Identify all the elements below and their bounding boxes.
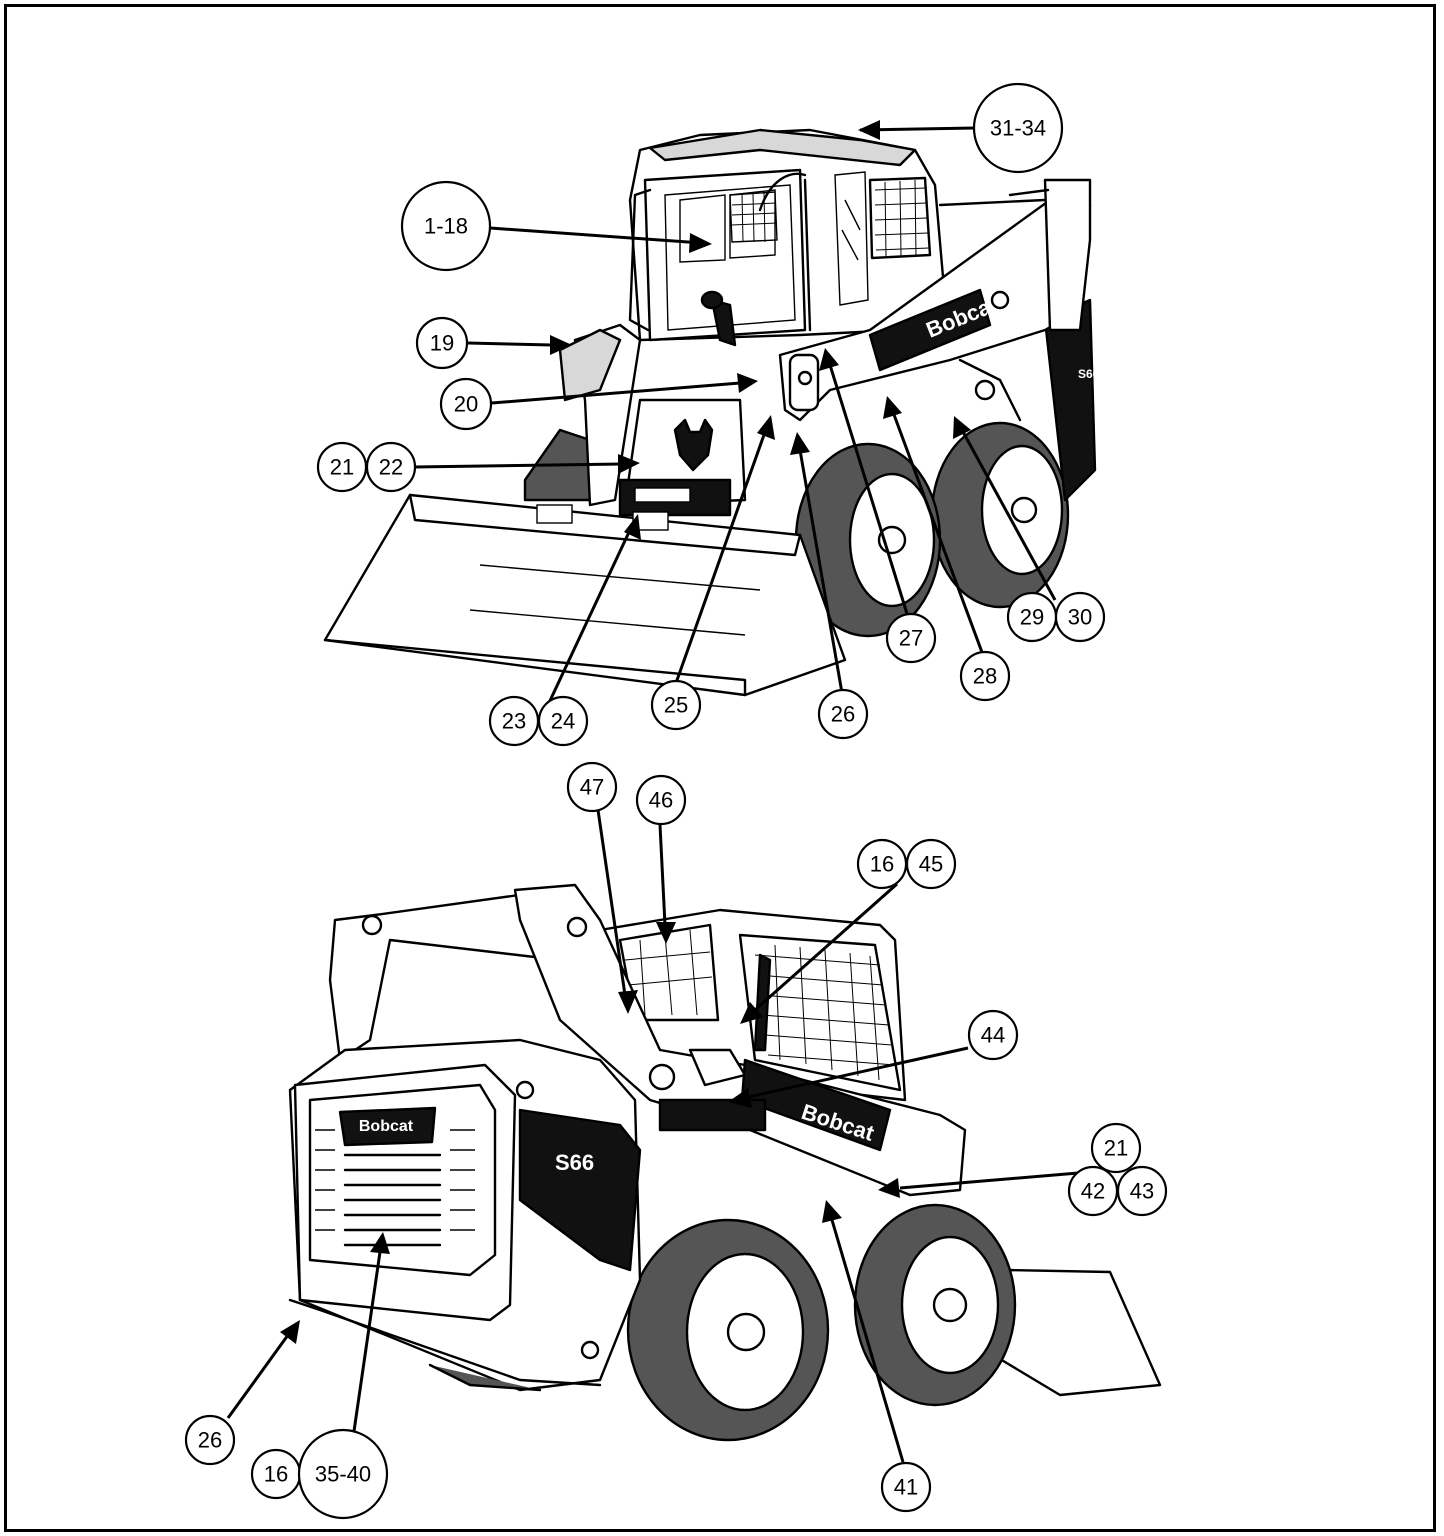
svg-text:43: 43 — [1130, 1179, 1154, 1204]
svg-text:46: 46 — [649, 788, 673, 813]
rear-grill — [315, 1129, 475, 1247]
svg-text:24: 24 — [551, 709, 575, 734]
rear-view-right-tire — [853, 1203, 1017, 1407]
callout-23: 23 — [488, 695, 540, 747]
svg-text:45: 45 — [919, 852, 943, 877]
svg-text:27: 27 — [899, 626, 923, 651]
rear-body: Bobcat S66 — [288, 1038, 642, 1392]
svg-text:41: 41 — [894, 1475, 918, 1500]
front-view-machine: S66 — [323, 120, 1100, 706]
svg-text:42: 42 — [1081, 1179, 1105, 1204]
svg-text:21: 21 — [330, 455, 354, 480]
callout-30: 30 — [1054, 591, 1106, 643]
svg-text:21: 21 — [1104, 1136, 1128, 1161]
rear-arm-logo-decal — [740, 1058, 892, 1152]
rear-logo-plate — [338, 1106, 437, 1147]
callout-26-top: 26 — [817, 688, 869, 740]
svg-text:29: 29 — [1020, 605, 1044, 630]
svg-text:1-18: 1-18 — [424, 214, 468, 239]
svg-text:19: 19 — [430, 331, 454, 356]
rear-side-panel — [518, 1108, 642, 1272]
callout-42: 42 — [1067, 1165, 1119, 1217]
svg-text:26: 26 — [198, 1428, 222, 1453]
callout-27: 27 — [885, 612, 937, 664]
callout-29: 29 — [1006, 591, 1058, 643]
callout-47: 47 — [566, 761, 618, 813]
side-model-badge: S66 — [1078, 367, 1100, 381]
callout-35-40: 35-40 — [297, 1428, 389, 1520]
rear-view-front-tire — [626, 1218, 830, 1442]
svg-text:35-40: 35-40 — [315, 1462, 371, 1487]
svg-text:23: 23 — [502, 709, 526, 734]
callout-26-bottom: 26 — [184, 1414, 236, 1466]
callout-20: 20 — [439, 377, 493, 431]
callout-43: 43 — [1116, 1165, 1168, 1217]
callout-21: 21 — [316, 441, 368, 493]
front-panel — [618, 398, 747, 517]
callout-16-top: 16 — [856, 838, 908, 890]
cab-screen-right — [868, 176, 932, 260]
rear-logo-text: Bobcat — [359, 1118, 414, 1135]
svg-text:44: 44 — [981, 1023, 1005, 1048]
bucket — [323, 493, 847, 697]
diagram-frame — [4, 4, 1436, 1532]
callouts: 31-34 1-18 19 20 21 22 23 24 — [184, 82, 1168, 1520]
callout-19: 19 — [415, 316, 469, 370]
svg-text:16: 16 — [870, 852, 894, 877]
svg-text:22: 22 — [379, 455, 403, 480]
rear-view-lift-arms: Bobcat — [328, 883, 967, 1197]
callout-41: 41 — [880, 1461, 932, 1513]
cab-screen-left — [729, 191, 778, 243]
svg-text:16: 16 — [264, 1462, 288, 1487]
rear-view-machine: Bobcat Bobcat S66 — [226, 809, 1162, 1463]
rear-side-model: S66 — [555, 1150, 594, 1175]
cab — [628, 128, 947, 347]
svg-text:25: 25 — [664, 693, 688, 718]
callout-28: 28 — [959, 650, 1011, 702]
callout-1-18: 1-18 — [400, 180, 492, 272]
callout-45: 45 — [905, 838, 957, 890]
rear-right-tire — [930, 421, 1070, 609]
svg-text:26: 26 — [831, 702, 855, 727]
bobcat-head-logo — [673, 418, 714, 472]
callout-22: 22 — [365, 441, 417, 493]
svg-text:47: 47 — [580, 775, 604, 800]
svg-text:20: 20 — [454, 392, 478, 417]
right-lift-arm: Bobcat — [778, 178, 1092, 422]
arrow-31-34 — [858, 120, 880, 140]
callout-21-bottom: 21 — [1090, 1122, 1142, 1174]
callout-46: 46 — [635, 774, 687, 826]
callout-25: 25 — [650, 679, 702, 731]
callout-24: 24 — [537, 695, 589, 747]
svg-text:30: 30 — [1068, 605, 1092, 630]
bottom-leaders — [226, 809, 1091, 1463]
svg-text:31-34: 31-34 — [990, 116, 1046, 141]
top-leaders — [413, 120, 1057, 706]
svg-text:28: 28 — [973, 664, 997, 689]
callout-16-bottom: 16 — [250, 1448, 302, 1500]
callout-44: 44 — [967, 1009, 1019, 1061]
callout-31-34: 31-34 — [972, 82, 1064, 174]
arm-logo-decal — [868, 288, 992, 372]
